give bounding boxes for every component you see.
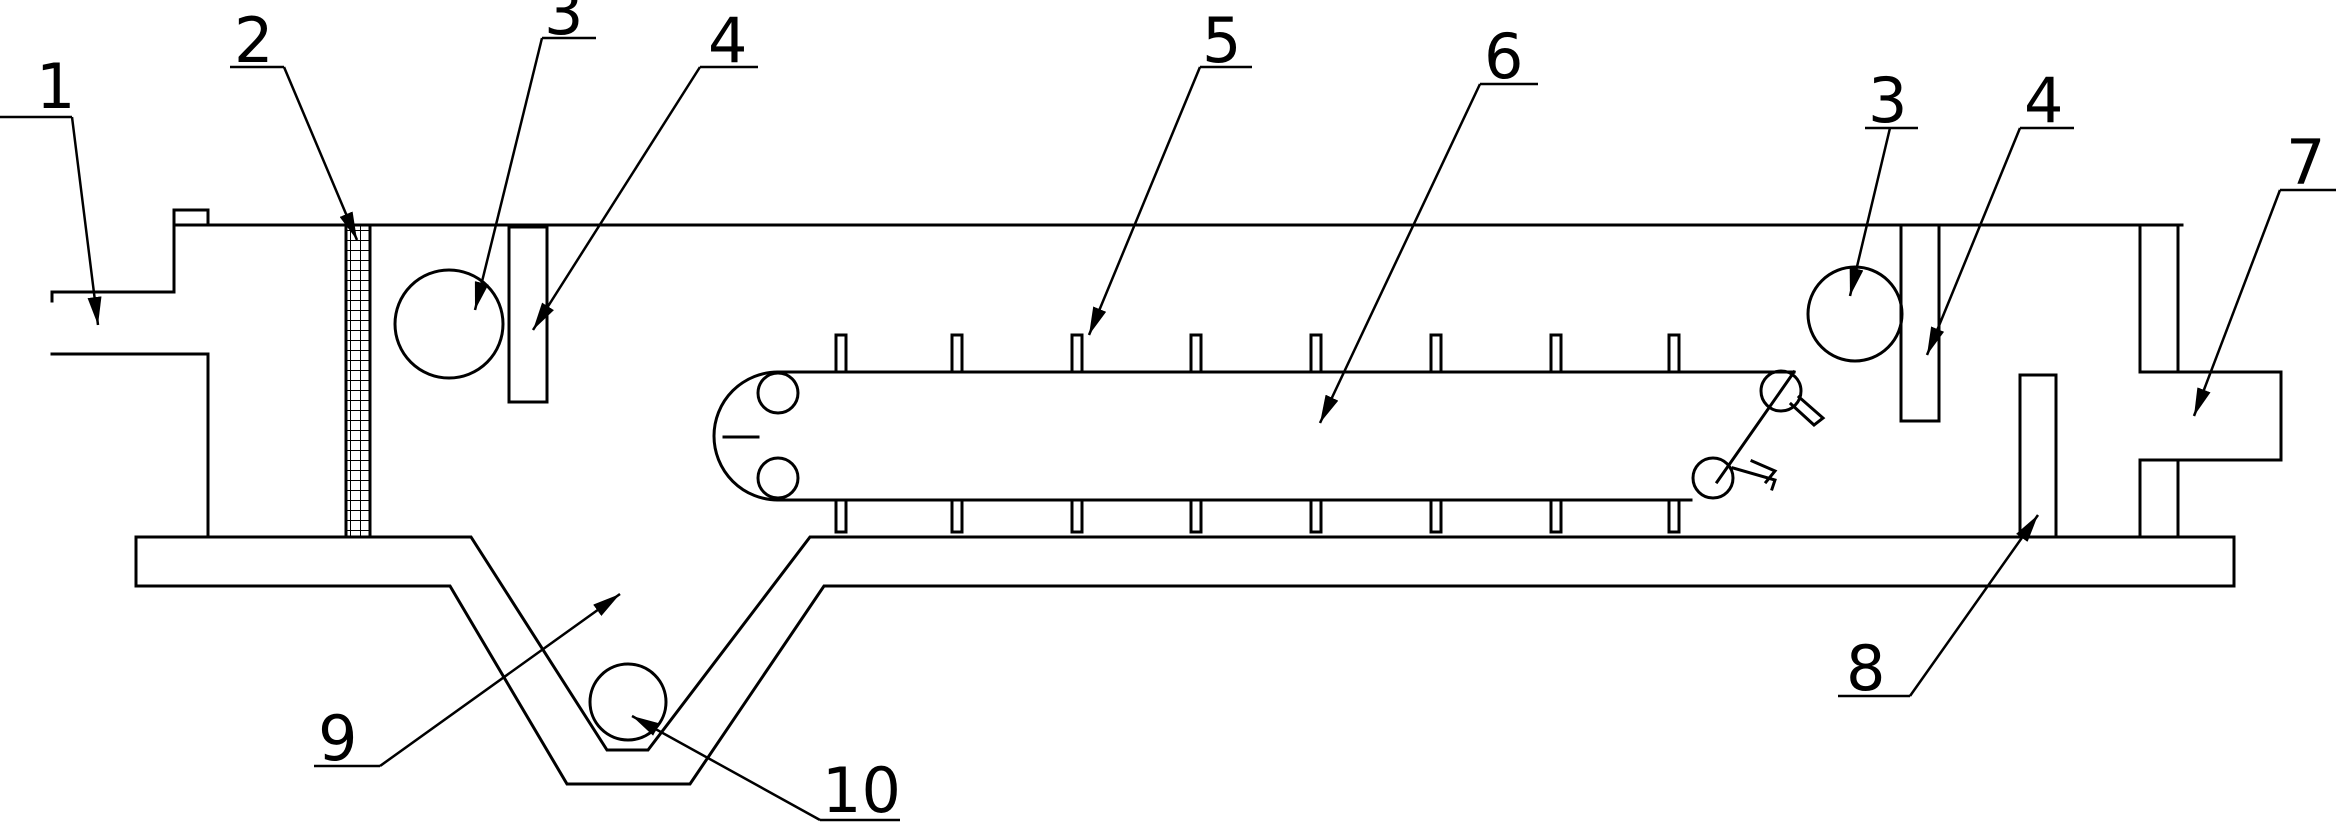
belt-tooth-top: [950, 333, 964, 374]
belt-tooth-bottom: [1667, 498, 1681, 534]
baffle-right: [1899, 223, 1941, 423]
label-1: 1: [36, 50, 75, 123]
leader-lines: [0, 36, 2336, 822]
label-7: 7: [2286, 126, 2325, 199]
tank-body: [50, 208, 2236, 786]
belt-tooth-top: [1189, 333, 1203, 374]
label-4-right: 4: [2024, 64, 2063, 137]
label-3-left: 3: [544, 0, 583, 49]
belt-tooth-top: [834, 333, 848, 374]
belt-tooth-bottom: [950, 498, 964, 534]
belt-tooth-top: [1549, 333, 1563, 374]
label-2: 2: [234, 4, 273, 77]
belt-tooth-bottom: [834, 498, 848, 534]
bottom-roller: [588, 662, 668, 742]
label-10: 10: [822, 754, 901, 827]
baffle-left: [507, 225, 549, 404]
label-6: 6: [1484, 20, 1523, 93]
belt-tooth-top: [1309, 333, 1323, 374]
label-5: 5: [1202, 4, 1241, 77]
belt-tooth-top: [1667, 333, 1681, 374]
label-8: 8: [1846, 632, 1885, 705]
lower-baffle: [2018, 373, 2058, 539]
roller-right: [1806, 265, 1904, 363]
outlet-pipe: [2137, 223, 2283, 539]
label-3-right: 3: [1868, 64, 1907, 137]
label-9: 9: [318, 702, 357, 775]
conveyor-belt: [712, 369, 1826, 502]
part-labels: 1 2 3 4 5 6 3 4 7 8 9 10: [36, 0, 2325, 827]
belt-tooth-top: [1070, 333, 1084, 374]
roller-left: [393, 268, 505, 380]
belt-tooth-bottom: [1549, 498, 1563, 534]
belt-teeth: [834, 333, 1681, 534]
belt-tooth-bottom: [1309, 498, 1323, 534]
mesh-screen: [344, 223, 372, 539]
label-4-left: 4: [708, 4, 747, 77]
belt-tooth-bottom: [1429, 498, 1443, 534]
belt-tooth-top: [1429, 333, 1443, 374]
belt-tooth-bottom: [1070, 498, 1084, 534]
belt-tooth-bottom: [1189, 498, 1203, 534]
